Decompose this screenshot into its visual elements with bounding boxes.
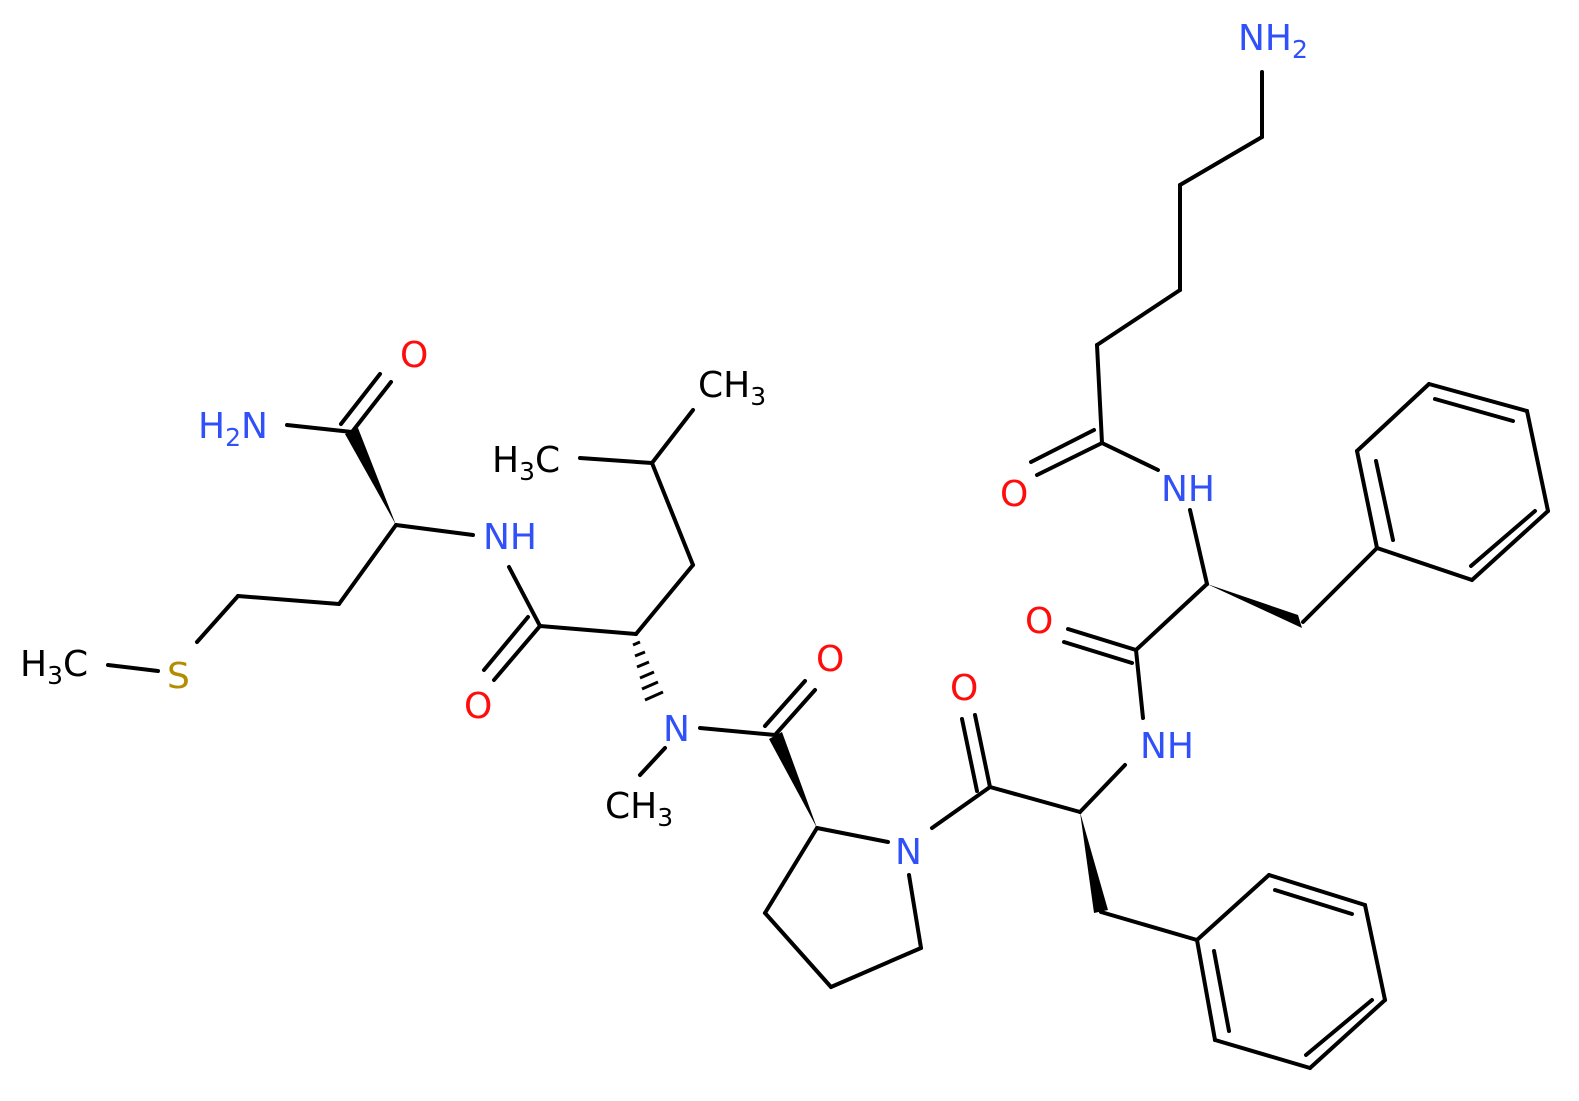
hash-bond-leu bbox=[632, 640, 664, 702]
atom-nh2-amide: H2N bbox=[198, 406, 268, 452]
atom-n-proline: N bbox=[895, 832, 922, 873]
wedge-bond-phe1 bbox=[1207, 584, 1302, 628]
atom-ch3-n-methyl: CH3 bbox=[605, 786, 673, 832]
atom-oxygen-phe2: O bbox=[950, 668, 978, 709]
atom-oxygen-leu: O bbox=[464, 686, 492, 727]
wedge-bond-pro bbox=[769, 732, 817, 828]
atom-ch3-leu-1: CH3 bbox=[698, 365, 766, 411]
atom-nh-leu: NH bbox=[483, 517, 537, 558]
stereo-bonds bbox=[345, 428, 1302, 913]
atom-sulfur: S bbox=[167, 656, 190, 697]
atom-nh2-terminal: NH2 bbox=[1238, 18, 1308, 64]
atom-oxygen-proline: O bbox=[816, 639, 844, 680]
bond-lines bbox=[106, 70, 1550, 1070]
atom-oxygen-phe1: O bbox=[1025, 601, 1053, 642]
atom-ch3-leu-2: H3C bbox=[492, 440, 560, 486]
atom-oxygen-pentanoyl: O bbox=[1000, 474, 1028, 515]
wedge-bond-phe2 bbox=[1080, 812, 1108, 913]
atom-labels: NH2 O NH O NH O N O N CH3 CH3 H3C O NH O… bbox=[20, 18, 1308, 873]
atom-nh-pentanoyl: NH bbox=[1161, 469, 1215, 510]
wedge-bond-met bbox=[345, 428, 396, 525]
atom-n-methyl: N bbox=[663, 709, 690, 750]
atom-ch3-sulfur: H3C bbox=[20, 644, 88, 690]
atom-nh-phe1: NH bbox=[1140, 726, 1194, 767]
atom-oxygen-met: O bbox=[400, 335, 428, 376]
